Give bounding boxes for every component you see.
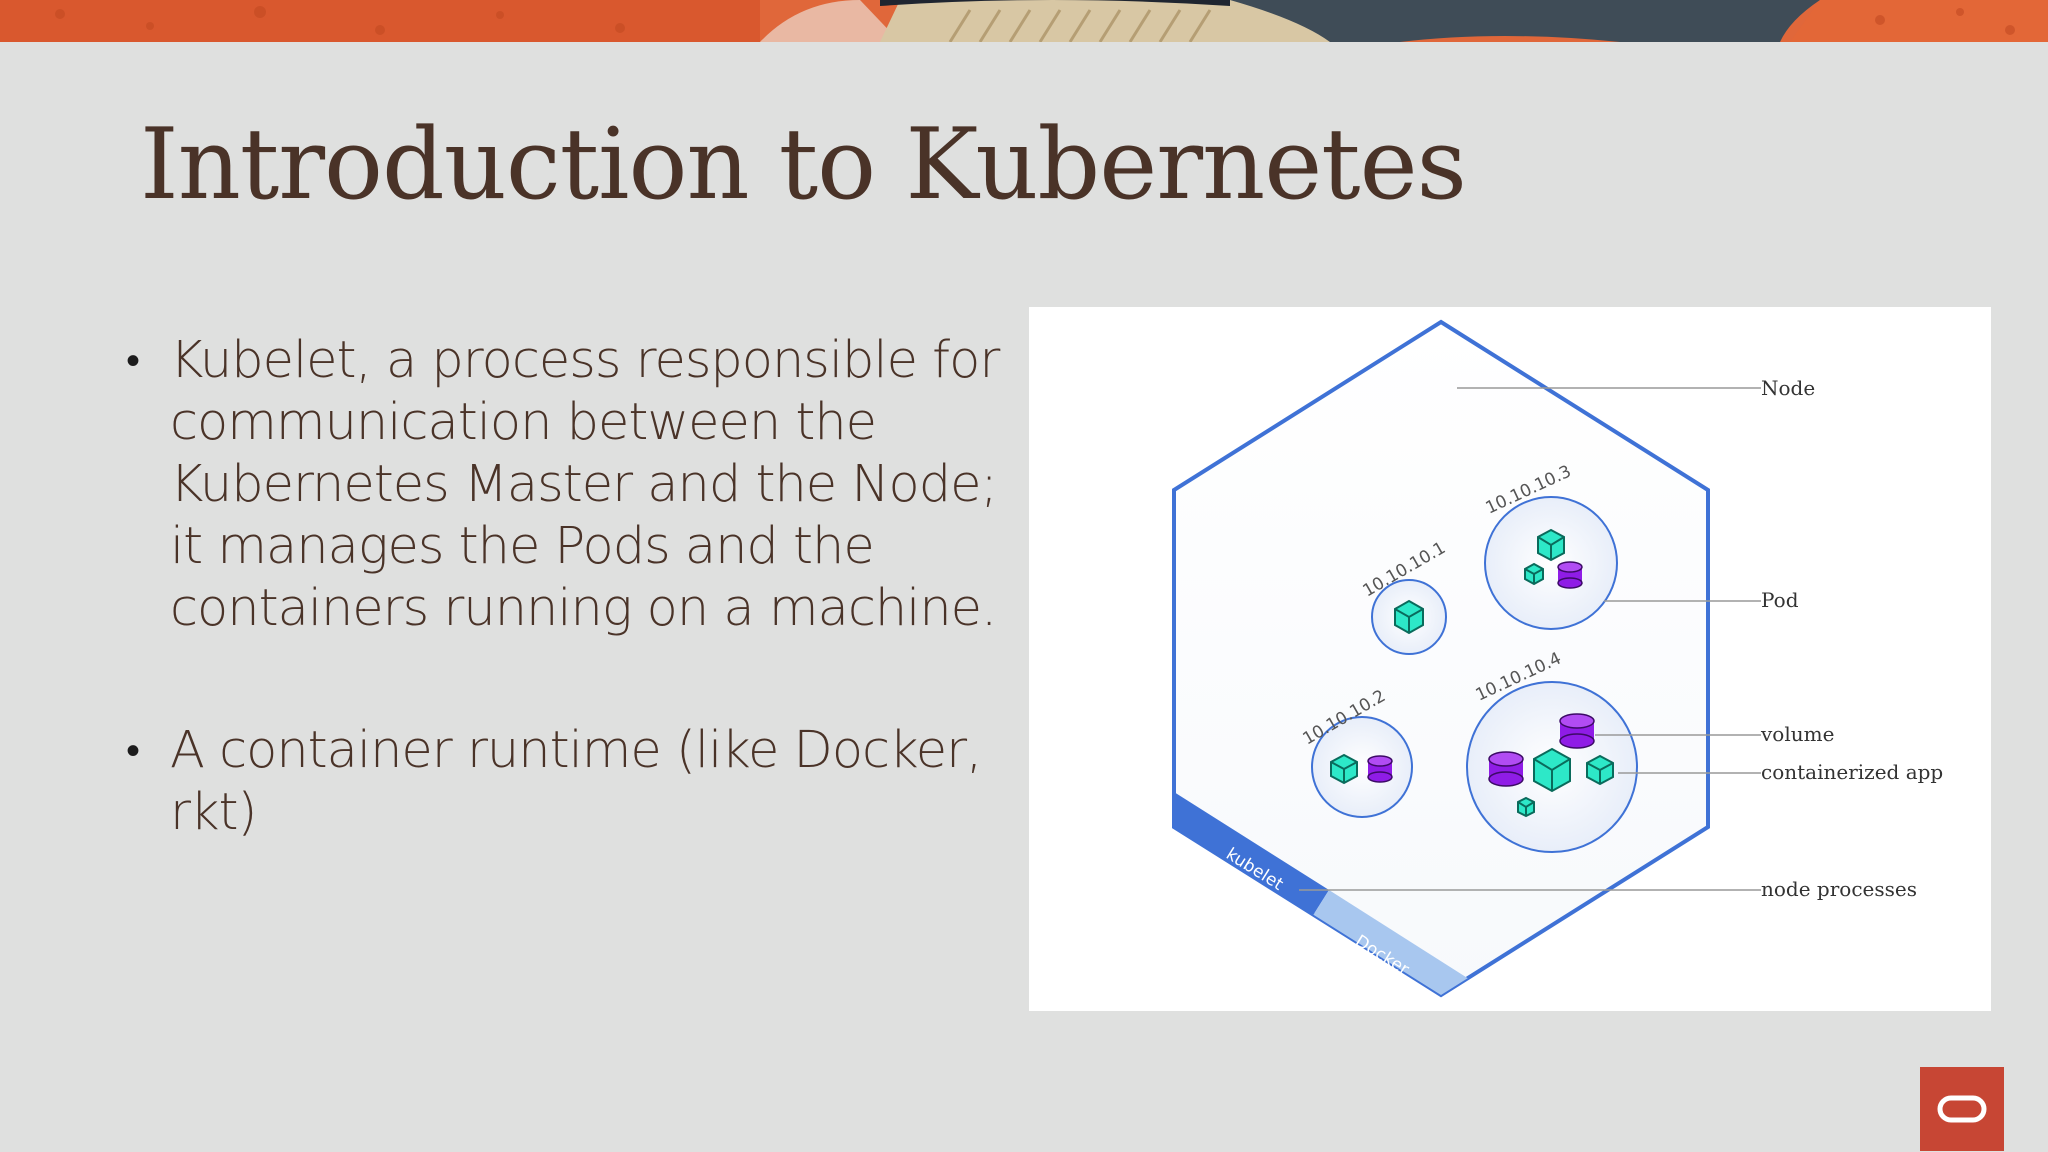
node-hexagon [1172, 319, 1710, 998]
callout-node-processes: node processes [1761, 877, 1917, 901]
bullet-item: • A container runtime (like Docker, rkt) [118, 720, 1018, 844]
docker-band [1312, 890, 1469, 995]
container-icon [1524, 562, 1544, 586]
callout-volume: volume [1760, 722, 1834, 746]
container-icon [1394, 599, 1424, 635]
volume-icon [1488, 751, 1524, 787]
slide-title: Introduction to Kubernetes [140, 108, 1467, 222]
container-icon [1330, 753, 1358, 785]
volume-icon [1559, 713, 1595, 749]
container-icon [1586, 754, 1614, 786]
decorative-banner [0, 0, 2048, 42]
volume-icon [1367, 755, 1393, 783]
bullet-list: • Kubelet, a process responsible for com… [118, 330, 1018, 844]
callout-pod: Pod [1761, 588, 1799, 612]
container-icon [1533, 747, 1571, 793]
bullet-item: • Kubelet, a process responsible for com… [118, 330, 1018, 640]
callout-node: Node [1761, 376, 1815, 400]
kubernetes-node-diagram: kubelet Docker 10.10.10.1 [1029, 307, 1991, 1011]
volume-icon [1557, 561, 1583, 589]
bullet-text: Kubelet, a process responsible for commu… [170, 331, 1000, 638]
bullet-text: A container runtime (like Docker, rkt) [170, 721, 982, 842]
oracle-logo-icon [1920, 1067, 2004, 1151]
container-icon [1517, 796, 1535, 818]
bullet-icon: • [126, 338, 140, 384]
bullet-icon: • [126, 728, 140, 774]
callout-containerized-app: containerized app [1761, 760, 1943, 784]
kubelet-band [1174, 792, 1329, 917]
container-icon [1537, 528, 1565, 562]
